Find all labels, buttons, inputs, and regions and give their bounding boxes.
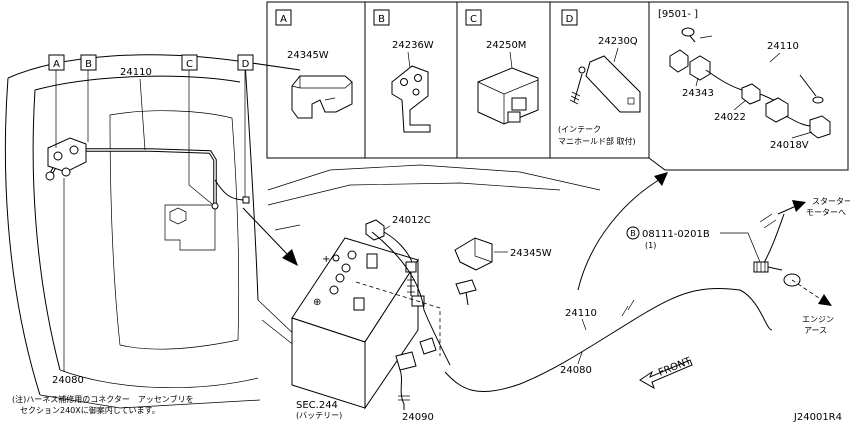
svg-text:D: D [566,14,574,25]
svg-text:A: A [53,59,60,70]
svg-text:D: D [242,59,250,70]
svg-text:24012C: 24012C [392,215,431,226]
svg-text:24022: 24022 [714,112,746,123]
svg-text:(インテーク: (インテーク [558,125,601,134]
svg-text:B: B [630,229,636,238]
inset-panel: [9501- ] 24110 24343 24022 24018V [648,1,849,171]
svg-text:アース: アース [804,326,827,335]
arrow-starter: スターター モーターへ [777,197,850,217]
label-harness-24090: 24090 [402,412,434,423]
footnote-line2: セクション240Xに御案内しています。 [20,405,160,415]
clip-24012c: 24012C [365,215,431,307]
callout-box-a: A [48,54,65,71]
svg-text:モーターへ: モーターへ [806,208,846,217]
svg-text:C: C [186,59,193,70]
arrow-engine-earth: エンジン アース [791,279,834,335]
bracket-cluster [45,137,87,181]
detail-panel-d: D 24230Q (インテーク マニホールド部 取付) [558,9,641,146]
svg-text:08111-0201B: 08111-0201B [642,229,710,240]
svg-text:C: C [470,14,477,25]
svg-text:FRONT: FRONT [657,355,694,378]
svg-text:24236W: 24236W [392,40,434,51]
svg-text:24250M: 24250M [486,40,526,51]
front-direction-arrow: FRONT [639,355,694,390]
arrow-to-inset [577,172,668,291]
svg-text:マニホールド部 取付): マニホールド部 取付) [558,136,636,146]
svg-text:⊕: ⊕ [313,297,321,308]
svg-text:24110: 24110 [767,41,799,52]
svg-text:B: B [85,59,92,70]
detail-panel-c: C 24250M [465,9,539,125]
detail-panel-frame [266,1,650,159]
label-harness-24110-battery: 24110 [565,308,597,319]
bolt-08111: B 08111-0201B (1) [626,226,801,287]
label-battery-sec: SEC.244 [296,400,338,411]
label-harness-24080-vehicle: 24080 [52,375,84,386]
svg-text:+: + [322,254,330,265]
detail-panel-b: B 24236W [373,9,434,133]
protector-24345w: 24345W [454,237,552,271]
diagram-id: J24001R4 [793,412,842,423]
svg-text:[9501- ]: [9501- ] [658,9,698,20]
svg-text:24343: 24343 [682,88,714,99]
label-battery-name: (バッテリー) [296,411,342,420]
svg-text:24345W: 24345W [287,50,329,61]
callout-box-d: D [237,54,254,71]
svg-text:24345W: 24345W [510,248,552,259]
main-cables [436,213,785,403]
label-harness-24080-battery: 24080 [560,365,592,376]
battery: + ⊕ [291,237,419,410]
vehicle-outline [4,54,601,409]
connector-d-point [242,196,250,204]
svg-text:A: A [280,14,287,25]
callout-box-b: B [80,54,97,71]
connector-c-point [211,202,219,210]
svg-text:24230Q: 24230Q [598,36,638,47]
svg-text:エンジン: エンジン [802,315,834,324]
svg-text:スターター: スターター [812,197,850,206]
detail-panel-a: A 24345W [275,9,353,119]
footnote-line1: (注)ハーネス補修用のコネクター アッセンブリを [12,394,194,404]
svg-text:B: B [378,14,385,25]
battery-harness [355,231,477,410]
arrow-to-battery-detail [242,207,298,266]
label-harness-24110-vehicle: 24110 [120,67,152,78]
callout-box-c: C [181,54,198,71]
svg-text:(1): (1) [645,241,656,250]
svg-text:24018V: 24018V [770,140,809,151]
